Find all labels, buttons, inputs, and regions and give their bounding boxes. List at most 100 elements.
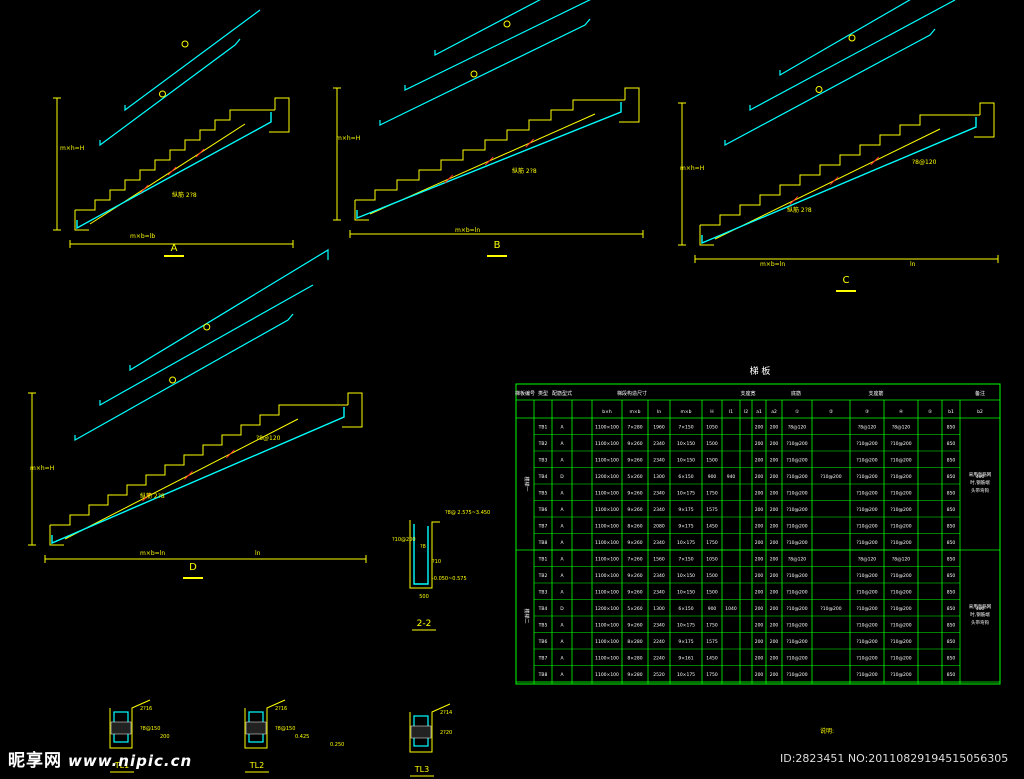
table-cell: ?10@200 (856, 474, 877, 480)
table-cell: 200 (755, 540, 764, 546)
table-cell: ?10@200 (786, 458, 807, 464)
table-cell: 2340 (653, 540, 665, 546)
table-cell: ?10@200 (856, 573, 877, 579)
dim-label-bottom: m×b=ln (760, 261, 785, 268)
table-cell: 10×150 (677, 573, 695, 579)
table-cell: 10×150 (677, 458, 695, 464)
table-cell: 1575 (706, 639, 718, 645)
table-cell: 850 (947, 474, 956, 480)
dim-label-bottom: m×b=ln (455, 227, 480, 234)
table-cell: ?10@200 (786, 524, 807, 530)
table-cell: 1100×100 (595, 441, 619, 447)
table-cell: 1100×100 (595, 590, 619, 596)
table-cell: A (560, 672, 564, 678)
callout-marker (503, 20, 511, 28)
table-cell: 1560 (653, 557, 665, 563)
stair-steps (355, 99, 625, 201)
dim-label-vertical: m×h=H (680, 165, 704, 172)
beam-label: 2?16 (275, 706, 287, 712)
section-label: ?10 (432, 559, 441, 565)
table-cell: 200 (770, 639, 779, 645)
table-cell: 6×150 (678, 474, 693, 480)
dim-label-vertical: m×h=H (336, 135, 360, 142)
table-cell: 1200×100 (595, 474, 619, 480)
table-cell: 1500 (706, 458, 718, 464)
table-cell: 6×150 (678, 606, 693, 612)
table-cell: 940 (727, 474, 736, 480)
table-cell: 200 (755, 656, 764, 662)
table-cell: ?10@200 (786, 491, 807, 497)
table-cell: 10×150 (677, 590, 695, 596)
table-cell: TB6 (538, 639, 548, 645)
stair-slab (714, 128, 941, 240)
table-cell: D (560, 474, 564, 480)
table-cell: 1100×100 (595, 491, 619, 497)
table-cell: A (560, 540, 564, 546)
beam-label: ?8@150 (140, 726, 160, 732)
table-subheader: ⑤ (928, 409, 932, 415)
table-cell: 9×280 (627, 672, 642, 678)
table-cell: TB6 (538, 507, 548, 513)
table-cell: ?10@200 (786, 441, 807, 447)
hatch-mark (139, 184, 149, 194)
ladder-label: 纵筋 2?8 (140, 492, 165, 500)
table-cell: 1050 (706, 425, 718, 431)
stair-steps (50, 404, 348, 526)
table-cell: ?10@200 (890, 540, 911, 546)
stair-steps (700, 114, 980, 226)
table-cell: ?10@200 (786, 656, 807, 662)
table-cell: 1750 (706, 672, 718, 678)
table-cell: 200 (770, 573, 779, 579)
beam-label: ?8@150 (275, 726, 295, 732)
section-label: ?10@200 (392, 537, 416, 543)
table-cell: 5×260 (627, 606, 642, 612)
table-cell: A (560, 656, 564, 662)
table-cell: 200 (755, 425, 764, 431)
table-cell: 200 (755, 474, 764, 480)
table-subheader: m×b (680, 409, 691, 415)
table-cell: 7×150 (678, 557, 693, 563)
bottom-beam (74, 210, 89, 231)
table-cell: 850 (947, 441, 956, 447)
bottom-beam (699, 225, 714, 246)
table-cell: 1300 (653, 474, 665, 480)
section-outline (409, 520, 440, 589)
table-cell: ?10@200 (856, 524, 877, 530)
table-cell: 1100×100 (595, 507, 619, 513)
beam-outline (409, 703, 451, 753)
table-cell: 200 (770, 590, 779, 596)
table-cell: A (560, 573, 564, 579)
table-cell: ?10@200 (786, 623, 807, 629)
ladder-label: 纵筋 2?8 (787, 206, 812, 214)
table-cell: 1575 (706, 507, 718, 513)
table-cell: 2340 (653, 623, 665, 629)
callout-marker (159, 90, 166, 98)
table-cell: 200 (755, 573, 764, 579)
table-cell: TB1 (538, 425, 548, 431)
table-cell: 200 (770, 606, 779, 612)
table-cell: 850 (947, 507, 956, 513)
table-cell: ?10@200 (890, 441, 911, 447)
table-cell: ?10@200 (856, 491, 877, 497)
table-cell: 9×260 (627, 458, 642, 464)
table-cell: 1750 (706, 491, 718, 497)
table-cell: 8×280 (627, 656, 642, 662)
table-cell: 1750 (706, 623, 718, 629)
table-cell: ?10@200 (856, 590, 877, 596)
table-note: 时,钢筋端 (970, 611, 990, 618)
rebar-callout-2 (749, 0, 956, 112)
hatch-mark (444, 174, 454, 184)
table-cell: ?10@200 (856, 639, 877, 645)
table-note: 时,钢筋端 (970, 479, 990, 486)
hatch-mark (789, 196, 799, 205)
dim-label-bottom: m×b=lb (130, 233, 155, 240)
hatch-mark (829, 176, 839, 186)
table-cell: 1100×100 (595, 672, 619, 678)
table-cell: 10×175 (677, 623, 695, 629)
beam-label: 2?14 (440, 710, 452, 716)
table-cell: 850 (947, 425, 956, 431)
table-cell: 850 (947, 656, 956, 662)
table-group-name: 楼梯二 (523, 608, 530, 623)
table-cell: 200 (770, 491, 779, 497)
